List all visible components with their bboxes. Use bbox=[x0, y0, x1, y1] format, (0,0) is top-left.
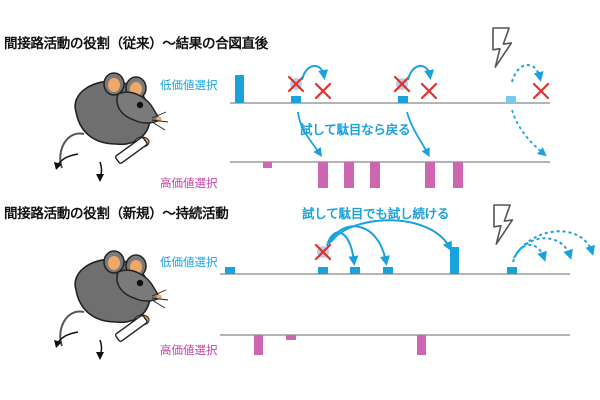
fail-x-icon bbox=[532, 82, 550, 100]
panel-new-low-bar bbox=[507, 267, 517, 274]
return-arrow bbox=[406, 111, 430, 158]
panel-old-high-bar bbox=[453, 162, 463, 188]
panel-new-high-bar bbox=[286, 335, 296, 340]
panel-new-high-value-label: 高価値選択 bbox=[160, 343, 218, 357]
curved-arrow-icon bbox=[407, 65, 435, 81]
panel-new-low-bar bbox=[225, 267, 235, 274]
mouse-icon bbox=[53, 72, 169, 183]
curved-arrow-icon bbox=[515, 230, 596, 256]
panel-old-high-bar bbox=[370, 162, 380, 188]
panel-new-low-bar bbox=[383, 267, 393, 274]
panel-old-low-bar bbox=[506, 96, 516, 103]
panel-old-high-value-label: 高価値選択 bbox=[160, 176, 218, 190]
mouse-icon bbox=[53, 250, 169, 361]
panel-old-low-bar bbox=[398, 96, 408, 103]
curved-arrow-icon bbox=[328, 225, 390, 266]
panel-old-annotation: 試して駄目なら戻る bbox=[300, 122, 411, 137]
panel-old-title: 間接路活動の役割（従来）～結果の合図直後 bbox=[4, 36, 268, 52]
panel-old-high-bar bbox=[318, 162, 328, 188]
panel-old-high-bar bbox=[263, 162, 272, 168]
panel-old-low-bar bbox=[291, 96, 301, 103]
fail-x-icon bbox=[420, 82, 438, 100]
panel-new-low-bar bbox=[350, 267, 360, 274]
curved-arrow-icon bbox=[330, 219, 452, 252]
fail-x-icon bbox=[314, 82, 332, 100]
panel-new-low-bar bbox=[318, 267, 328, 274]
panel-old-low-bar bbox=[235, 75, 244, 103]
return-arrow bbox=[511, 109, 547, 157]
lightning-bolt-icon bbox=[493, 204, 514, 245]
panel-new-title: 間接路活動の役割（新規）～持続活動 bbox=[4, 206, 229, 222]
panel-new-low-value-label: 低価値選択 bbox=[160, 255, 218, 269]
panel-new-high-bar bbox=[417, 335, 426, 355]
panel-old-low-value-label: 低価値選択 bbox=[160, 78, 218, 92]
curved-arrow-icon bbox=[513, 237, 573, 260]
return-arrow bbox=[297, 111, 322, 157]
curved-arrow-icon bbox=[512, 244, 547, 263]
panel-new-annotation: 試して駄目でも試し続ける bbox=[302, 206, 450, 221]
panel-new-high-bar bbox=[254, 335, 263, 355]
curved-arrow-icon bbox=[301, 65, 329, 81]
panel-new-low-bar bbox=[450, 247, 459, 274]
curved-arrow-icon bbox=[326, 231, 359, 266]
curved-arrow-icon bbox=[511, 64, 544, 83]
lightning-bolt-icon bbox=[492, 27, 513, 68]
panel-old-high-bar bbox=[344, 162, 354, 188]
panel-old-high-bar bbox=[425, 162, 435, 188]
